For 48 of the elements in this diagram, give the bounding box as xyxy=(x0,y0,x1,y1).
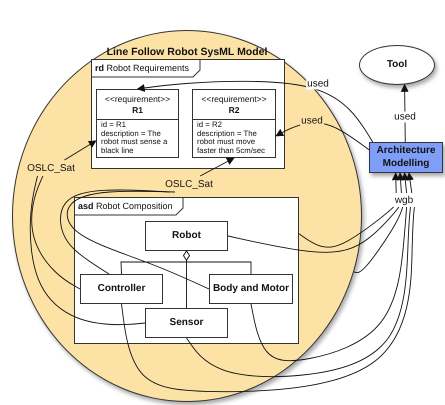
arrow xyxy=(392,172,400,194)
block xyxy=(145,308,228,338)
connector-line xyxy=(186,206,411,378)
tool-ellipse xyxy=(359,45,435,85)
block xyxy=(209,274,293,304)
requirement-block xyxy=(192,89,276,158)
block-name: R1 xyxy=(132,104,143,115)
diagram-frame xyxy=(74,197,299,344)
block-name: Sensor xyxy=(170,317,204,329)
block-name: Tool xyxy=(386,59,408,71)
block-name: Controller xyxy=(98,283,146,295)
diagram-frame xyxy=(91,59,285,169)
connector-line xyxy=(30,176,146,326)
edge-label: used xyxy=(393,112,417,122)
connector-line xyxy=(60,190,170,274)
model-title: Line Follow Robot SysML Model xyxy=(106,46,268,58)
connector-line xyxy=(354,206,404,274)
block-name: Body and Motor xyxy=(212,283,290,295)
activity-name: Architecture Modelling xyxy=(376,145,436,170)
requirement-block xyxy=(96,89,179,158)
block xyxy=(80,274,163,304)
stereotype-label: <<requirement>> xyxy=(201,94,267,104)
arrow xyxy=(406,172,414,194)
connector-line xyxy=(298,206,394,248)
arrow xyxy=(400,84,409,142)
connector-line xyxy=(66,190,210,290)
arrow xyxy=(64,140,97,160)
block-name: Robot xyxy=(172,230,201,242)
arrow xyxy=(200,158,235,176)
block xyxy=(145,221,228,251)
link-label: OSLC_Sat xyxy=(165,178,213,190)
activity-box xyxy=(369,142,443,173)
connector-line xyxy=(121,206,415,392)
connector-line xyxy=(31,176,80,290)
connector-line xyxy=(228,206,400,253)
frame-label: asd Robot Composition xyxy=(78,201,173,211)
link-label: wgb xyxy=(394,194,414,206)
frame-label: rd Robot Requirements xyxy=(95,63,190,73)
stereotype-label: <<requirement>> xyxy=(104,94,170,104)
edge-label: used xyxy=(300,116,324,126)
arrow xyxy=(396,172,405,194)
aggregation-line xyxy=(183,250,190,308)
link-label: OSLC_Sat xyxy=(27,162,75,174)
arrow xyxy=(136,80,374,142)
connector-line xyxy=(250,206,408,362)
arrow xyxy=(401,172,410,194)
block-name: R2 xyxy=(228,104,240,115)
edge-label: used xyxy=(306,78,330,90)
